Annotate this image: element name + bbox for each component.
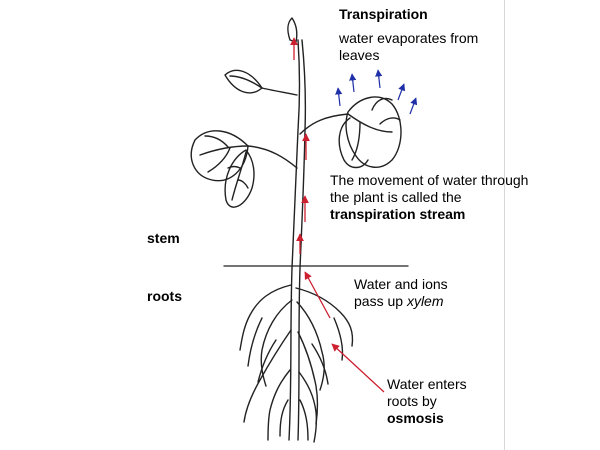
roots-label: roots [147, 288, 182, 304]
branch-left [247, 145, 298, 169]
stream-label-line3: transpiration stream [330, 206, 466, 222]
evaporation-arrow [335, 87, 343, 107]
evaporation-arrow [397, 83, 406, 101]
evaporation-label: water evaporates from leaves [339, 30, 479, 63]
flow-arrow [331, 343, 385, 393]
xylem-label: Water and ions pass up xylem [354, 276, 448, 310]
leaf-left-lower [224, 149, 255, 208]
flow-arrow [304, 271, 331, 319]
leaf-left-large [190, 130, 249, 182]
stream-label: The movement of water through the plant … [330, 172, 528, 223]
stream-label-line1: The movement of water through [330, 172, 529, 188]
osmosis-label-line2: roots by [387, 393, 437, 409]
osmosis-label-line1: Water enters [387, 376, 467, 392]
stem-label: stem [147, 230, 180, 246]
osmosis-label: Water enters roots by osmosis [387, 376, 467, 427]
evaporation-arrow [375, 69, 383, 89]
evaporation-arrow [349, 73, 357, 93]
branch-right [299, 113, 349, 135]
stem-outline [288, 39, 301, 441]
xylem-label-line2: pass up xylem [354, 293, 448, 310]
xylem-label-line1: Water and ions [354, 276, 448, 292]
xylem-label-term: xylem [406, 293, 444, 309]
stem-outline [297, 39, 307, 441]
evaporation-arrows [335, 69, 418, 115]
leaf-right-cluster [345, 96, 402, 168]
leaf-upper-left [224, 69, 263, 94]
evaporation-arrow [409, 97, 418, 115]
page-edge-rule [504, 0, 505, 450]
stream-label-line2: the plant is called the [330, 189, 462, 205]
branch-upper-left [261, 87, 298, 96]
osmosis-label-line3: osmosis [387, 410, 444, 426]
top-bud [287, 17, 298, 43]
flow-arrows [290, 37, 385, 393]
xylem-label-prefix: pass up [354, 293, 407, 309]
roots [239, 284, 354, 443]
diagram-title: Transpiration [339, 6, 428, 22]
